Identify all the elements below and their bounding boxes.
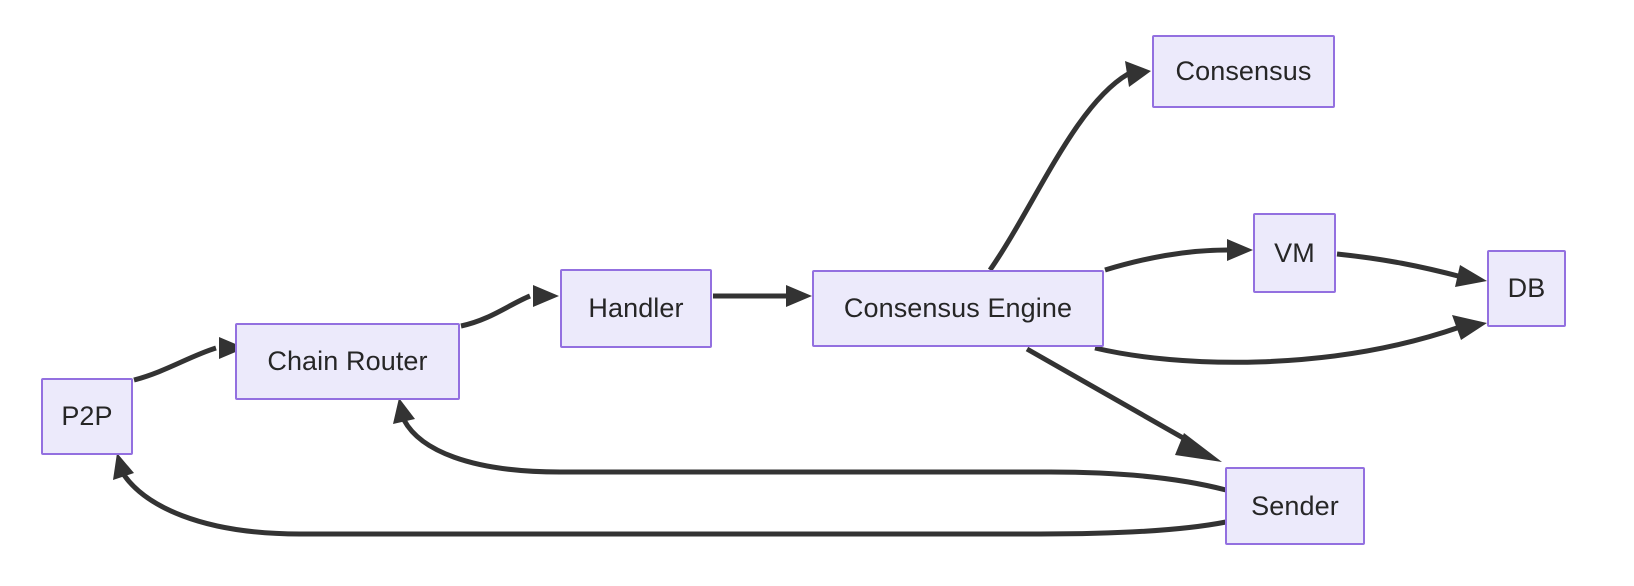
node-consensus-engine-label: Consensus Engine xyxy=(843,293,1073,323)
edge-consensus-engine-to-consensus xyxy=(987,61,1151,272)
node-consensus-label: Consensus xyxy=(1175,56,1312,86)
edge-p2p-to-chain-router xyxy=(133,337,245,383)
node-chain-router-label: Chain Router xyxy=(267,346,428,376)
node-vm[interactable]: VM xyxy=(1253,213,1336,293)
node-sender-label: Sender xyxy=(1251,490,1339,521)
node-handler[interactable]: Handler xyxy=(560,269,712,348)
edge-consensus-engine-to-vm xyxy=(1104,239,1253,273)
edge-sender-to-chain-router xyxy=(393,398,1227,493)
node-sender[interactable]: Sender xyxy=(1225,467,1365,545)
node-consensus[interactable]: Consensus xyxy=(1152,35,1335,108)
edge-vm-to-db xyxy=(1336,251,1487,287)
node-vm-label: VM xyxy=(1274,237,1315,268)
node-db[interactable]: DB xyxy=(1487,250,1566,327)
node-p2p-label: P2P xyxy=(61,401,113,431)
edge-handler-to-consensus-engine xyxy=(713,285,812,307)
node-p2p[interactable]: P2P xyxy=(41,378,133,455)
edge-consensus-engine-to-sender xyxy=(1025,346,1222,462)
edge-consensus-engine-to-db xyxy=(1094,315,1487,365)
node-handler-label: Handler xyxy=(588,293,684,323)
edge-chain-router-to-handler xyxy=(460,285,559,329)
node-db-label: DB xyxy=(1507,273,1546,303)
edge-sender-to-p2p xyxy=(113,453,1227,537)
node-chain-router[interactable]: Chain Router xyxy=(235,323,460,400)
node-consensus-engine[interactable]: Consensus Engine xyxy=(812,270,1104,347)
